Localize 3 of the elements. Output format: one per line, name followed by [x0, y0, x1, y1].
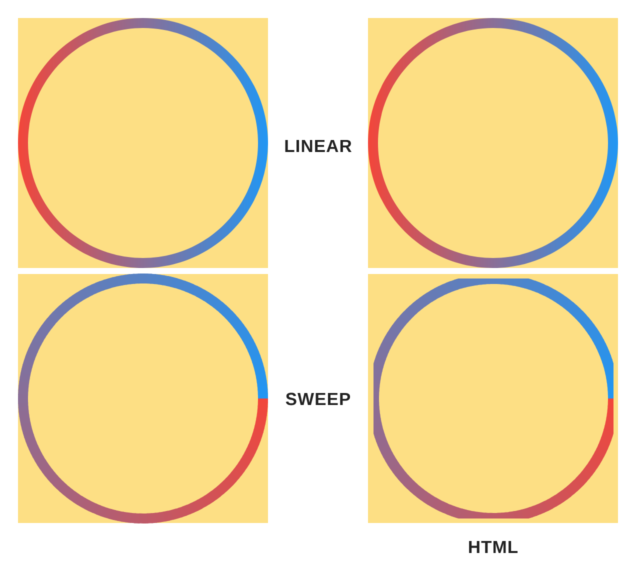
row-label: LINEAR [285, 140, 352, 152]
row-label: SWEEP [286, 392, 350, 406]
column-label: HTML [469, 540, 518, 554]
